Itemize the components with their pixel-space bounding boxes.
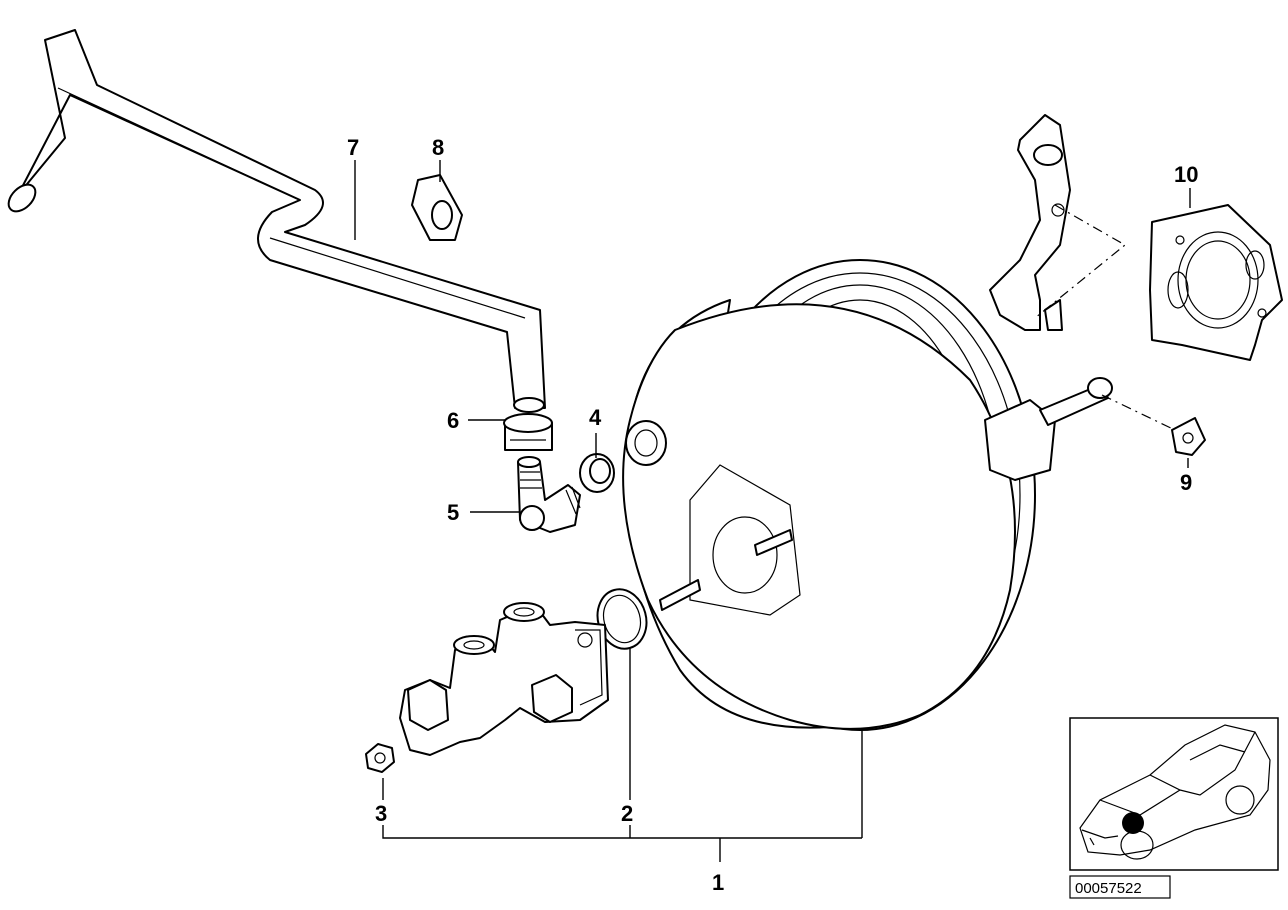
- callout-7: 7: [347, 135, 359, 160]
- leader-lines: [354, 160, 1191, 862]
- car-locator-inset: [1069, 717, 1279, 871]
- callout-2: 2: [621, 801, 633, 826]
- diagram-number-box: 00057522: [1069, 875, 1171, 899]
- car-locator-icon: [1079, 724, 1271, 860]
- o-ring: [596, 588, 648, 650]
- vacuum-hose: [7, 29, 546, 413]
- callout-1: 1: [712, 870, 724, 895]
- callout-9: 9: [1180, 470, 1192, 495]
- callout-3: 3: [375, 801, 387, 826]
- callout-8: 8: [432, 135, 444, 160]
- callout-6: 6: [447, 408, 459, 433]
- callout-10: 10: [1174, 162, 1198, 187]
- diagram-number: 00057522: [1075, 880, 1142, 897]
- pedal-bracket: [989, 114, 1071, 331]
- hex-nut: [365, 743, 395, 773]
- hose-clamp: [503, 413, 553, 451]
- grommet: [411, 174, 463, 241]
- callout-5: 5: [447, 500, 459, 525]
- gasket-plate: [1149, 204, 1283, 361]
- callout-numbers: 1 2 3 4 5 6 7 8 9 10: [347, 135, 1198, 895]
- sealing-grommet: [579, 453, 615, 493]
- retaining-clip: [1171, 417, 1206, 456]
- alignment-lines: [1034, 204, 1176, 431]
- check-valve: [517, 456, 581, 533]
- brake-master-cylinder: [399, 602, 609, 756]
- brake-booster: [622, 259, 1113, 731]
- callout-4: 4: [589, 405, 602, 430]
